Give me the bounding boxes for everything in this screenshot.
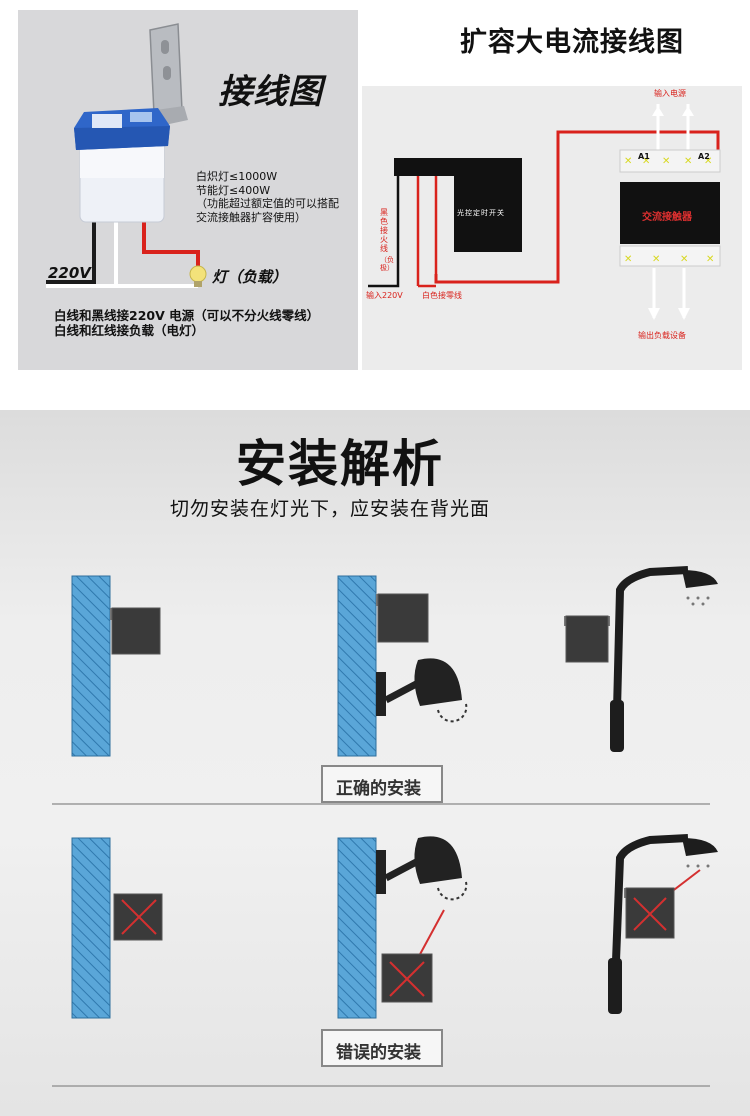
terminal-a2: A2: [698, 152, 710, 161]
wall-icon: [337, 837, 377, 1019]
expand-panel: ✕ ✕ ✕ ✕ ✕ ✕ ✕ ✕ ✕ 输入电源 A1 A2 光控定时开关 交流接触…: [362, 86, 742, 370]
spec-line: 节能灯≤400W: [196, 183, 271, 197]
wiring-panel: 接线图 白炽灯≤1000W 节能灯≤400W （功能超过额定值的可以搭配 交流接…: [18, 10, 358, 370]
white-wire-label: 白色接零线: [422, 291, 462, 300]
correct-label: 正确的安装: [336, 779, 421, 799]
spec-line: （功能超过额定值的可以搭配: [196, 197, 339, 210]
expand-diagram: ✕ ✕ ✕ ✕ ✕ ✕ ✕ ✕ ✕: [368, 104, 721, 320]
cross-icon: [389, 961, 425, 997]
note-line: 白线和红线接负载（电灯）: [54, 323, 205, 338]
install-title: 安装解析: [236, 435, 444, 493]
note-line: 白线和黑线接220V 电源（可以不分火线零线）: [54, 308, 320, 323]
voltage-label: 220V: [48, 264, 91, 282]
wall-icon: [71, 575, 111, 757]
wall-lamp-icon: [376, 836, 468, 901]
input-power-label: 输入电源: [654, 89, 686, 98]
red-loop-wire: [434, 130, 720, 284]
spec-text: 白炽灯≤1000W 节能灯≤400W （功能超过额定值的可以搭配 交流接触器扩容…: [196, 170, 339, 224]
spec-line: 交流接触器扩容使用）: [196, 210, 306, 224]
switch-box: [454, 174, 522, 252]
expand-title: 扩容大电流接线图: [460, 27, 684, 58]
wrong-label: 错误的安装: [336, 1043, 421, 1063]
svg-text:✕: ✕: [652, 254, 660, 265]
sensor-device-icon: [377, 593, 429, 643]
wiring-notes: 白线和黑线接220V 电源（可以不分火线零线） 白线和红线接负载（电灯）: [54, 308, 319, 338]
wall-icon: [71, 837, 111, 1019]
switch-label: 光控定时开关: [457, 209, 505, 217]
red-wire: [142, 215, 200, 268]
svg-text:✕: ✕: [706, 254, 714, 265]
black-wire-label: 黑色接火线: [380, 208, 388, 253]
switch-body: [394, 158, 522, 176]
svg-text:✕: ✕: [704, 156, 712, 167]
negative-label: （负极）: [380, 256, 394, 272]
input-220v-label: 输入220V: [366, 291, 403, 300]
sensor-device-icon: [111, 607, 161, 655]
wrong-label-box: [321, 1029, 443, 1067]
wiring-diagram: [46, 23, 207, 288]
sensor-device-icon: [565, 615, 609, 663]
contactor-label: 交流接触器: [642, 212, 692, 223]
lamp-label: 灯（负载）: [212, 268, 288, 286]
contactor-icon: ✕ ✕ ✕ ✕ ✕ ✕ ✕ ✕ ✕: [619, 149, 721, 267]
install-section: 安装解析 切勿安装在灯光下，应安装在背光面: [0, 410, 750, 1116]
terminal-a1: A1: [638, 152, 650, 161]
black-live-wire: [368, 174, 400, 288]
cross-icon: [633, 897, 667, 931]
svg-text:✕: ✕: [662, 156, 670, 167]
install-subtitle: 切勿安装在灯光下，应安装在背光面: [170, 498, 491, 520]
cross-icon: [121, 899, 157, 935]
wiring-title: 接线图: [218, 72, 323, 112]
svg-text:✕: ✕: [642, 156, 650, 167]
svg-text:✕: ✕: [624, 254, 632, 265]
street-lamp-icon: [610, 566, 718, 752]
spec-line: 白炽灯≤1000W: [196, 170, 278, 183]
light-bulb-icon: [189, 265, 207, 287]
svg-text:✕: ✕: [624, 156, 632, 167]
light-sensor-switch-icon: [74, 108, 170, 223]
wall-icon: [337, 575, 377, 757]
street-lamp-icon: [608, 834, 718, 1014]
wall-lamp-icon: [376, 658, 468, 723]
light-ray: [417, 909, 445, 959]
svg-text:✕: ✕: [680, 254, 688, 265]
correct-label-box: [321, 765, 443, 803]
svg-text:✕: ✕: [684, 156, 692, 167]
install-diagram: [52, 566, 718, 1087]
output-label: 输出负载设备: [638, 331, 686, 340]
